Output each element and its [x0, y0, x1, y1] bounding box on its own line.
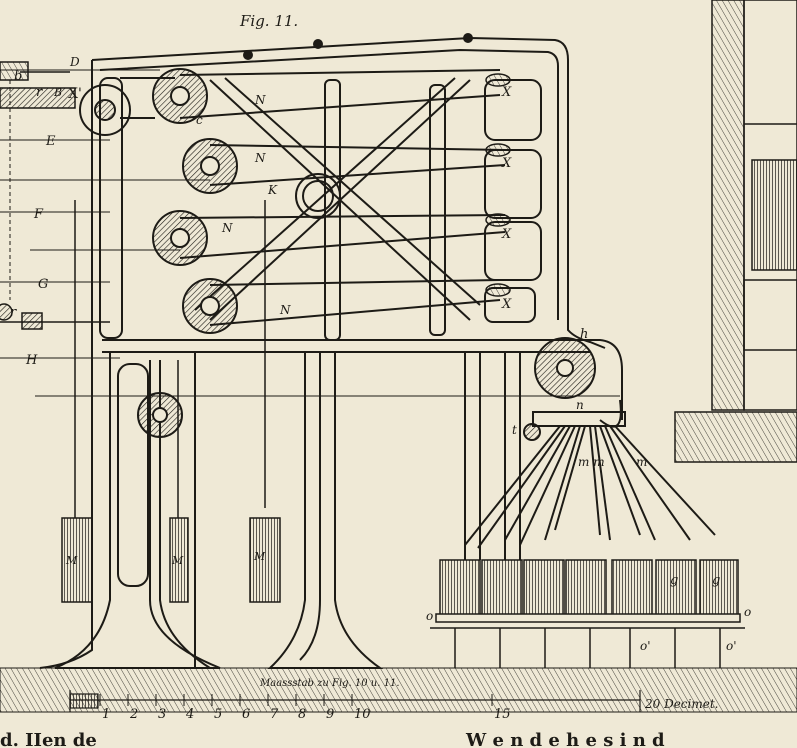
label-N-4: N: [279, 303, 291, 317]
scale-unit: 20 Decimet.: [644, 697, 718, 711]
label-K: K: [267, 183, 278, 197]
label-g-2: g: [712, 573, 720, 588]
label-M-1: M: [65, 554, 78, 567]
label-M-3: M: [253, 550, 266, 563]
pulleys: [79, 68, 596, 441]
weights: [61, 200, 281, 603]
main-frame: [39, 36, 623, 669]
guide-pulley-left: [79, 84, 131, 136]
scale-tick-label: 8: [298, 707, 306, 722]
scale-tick-label: 6: [242, 707, 250, 722]
label-o-right: o: [744, 605, 751, 619]
scale-tick-label: 7: [270, 707, 279, 722]
figure-title: Fig. 11.: [239, 12, 298, 30]
label-t: t: [512, 423, 517, 437]
scale-tick-label: 4: [185, 707, 194, 722]
label-r-top: r: [36, 85, 43, 100]
label-o-prime-1: o': [640, 639, 651, 653]
label-o-prime-2: o': [726, 639, 737, 653]
label-E: E: [45, 134, 56, 149]
label-H: H: [25, 353, 38, 368]
label-M-2: M: [171, 554, 184, 567]
label-X-4: X: [501, 297, 512, 312]
label-N-1: N: [254, 93, 266, 107]
scale-tick-label: 9: [326, 707, 334, 722]
weight-m-3: [249, 517, 281, 603]
left-fragment: [0, 61, 110, 330]
bobbins-row: [430, 559, 745, 668]
scale-tick-label: 3: [158, 707, 166, 722]
scale-tick-label: 1: [102, 707, 110, 722]
label-X-prime: X': [68, 86, 82, 102]
bottom-left-text: d. IIen de: [0, 730, 97, 748]
label-X-2: X: [501, 156, 512, 171]
scale-tick-label: 15: [494, 707, 511, 722]
scale-tick-label: 5: [214, 707, 222, 722]
label-n: n: [576, 398, 584, 412]
scale-bar: [69, 690, 641, 712]
weight-m-1: [61, 517, 93, 603]
label-X-3: X: [501, 227, 512, 242]
scale-tick-label: 10: [354, 707, 371, 722]
label-N-2: N: [254, 151, 266, 165]
label-N-3: N: [221, 221, 233, 235]
fan-rods: [464, 411, 716, 549]
label-g-1: g: [670, 573, 678, 588]
right-fragment: [674, 0, 797, 463]
scale-caption: Maassstab zu Fig. 10 u. 11.: [259, 678, 400, 689]
label-B: B: [53, 86, 62, 99]
label-mm: m m: [578, 455, 605, 469]
inner-frame-braces: [194, 33, 481, 341]
ground: [0, 667, 797, 713]
bottom-right-text: W e n d e h e s i n d: [465, 730, 665, 748]
label-F: F: [33, 207, 44, 222]
label-h: h: [580, 327, 588, 342]
label-X-1: X: [501, 85, 512, 100]
weight-m-2: [169, 517, 189, 603]
label-r-left: r: [10, 305, 17, 320]
label-m: m: [636, 455, 647, 469]
spools-x: [485, 73, 511, 297]
scale-ticks: 1 2 3 4 5 6 7 8 9 10 15: [99, 694, 511, 722]
label-b: b: [14, 69, 22, 84]
scale-tick-label: 2: [129, 707, 138, 722]
belts: [120, 69, 506, 326]
label-D: D: [69, 55, 80, 69]
label-c: c: [196, 113, 203, 127]
label-G: G: [38, 277, 48, 292]
label-o-left: o: [426, 609, 433, 623]
